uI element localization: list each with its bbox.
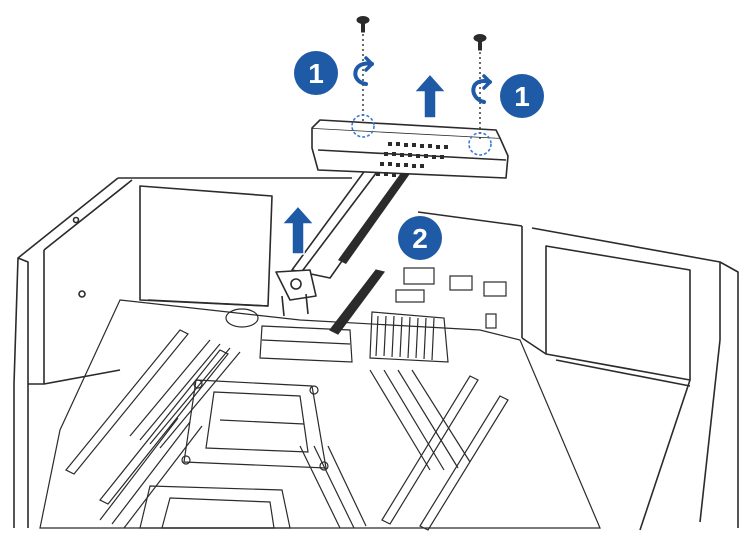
cpu-socket-1 <box>181 379 329 471</box>
arrow-up-icon <box>280 204 316 255</box>
chassis <box>13 177 739 531</box>
dimm-bank-right <box>299 369 471 529</box>
rotate-counterclockwise-icon <box>353 56 374 86</box>
step-label: 1 <box>308 58 324 89</box>
rotate-counterclockwise-icon <box>471 74 492 104</box>
screw-icon <box>468 34 492 156</box>
screw-icon <box>351 16 375 138</box>
motherboard <box>39 267 601 531</box>
step-badge-2: 2 <box>398 216 442 260</box>
cpu-socket-2 <box>139 485 291 529</box>
step-badge-1-right: 1 <box>500 74 544 118</box>
riser-card <box>275 119 509 317</box>
step-label: 1 <box>514 81 530 112</box>
step-badge-1-left: 1 <box>294 51 338 95</box>
step-label: 2 <box>412 223 428 254</box>
heatsink <box>369 311 449 363</box>
arrow-up-icon <box>412 72 448 119</box>
bracket-vents <box>376 142 448 177</box>
dimm-bank-left <box>99 339 241 529</box>
